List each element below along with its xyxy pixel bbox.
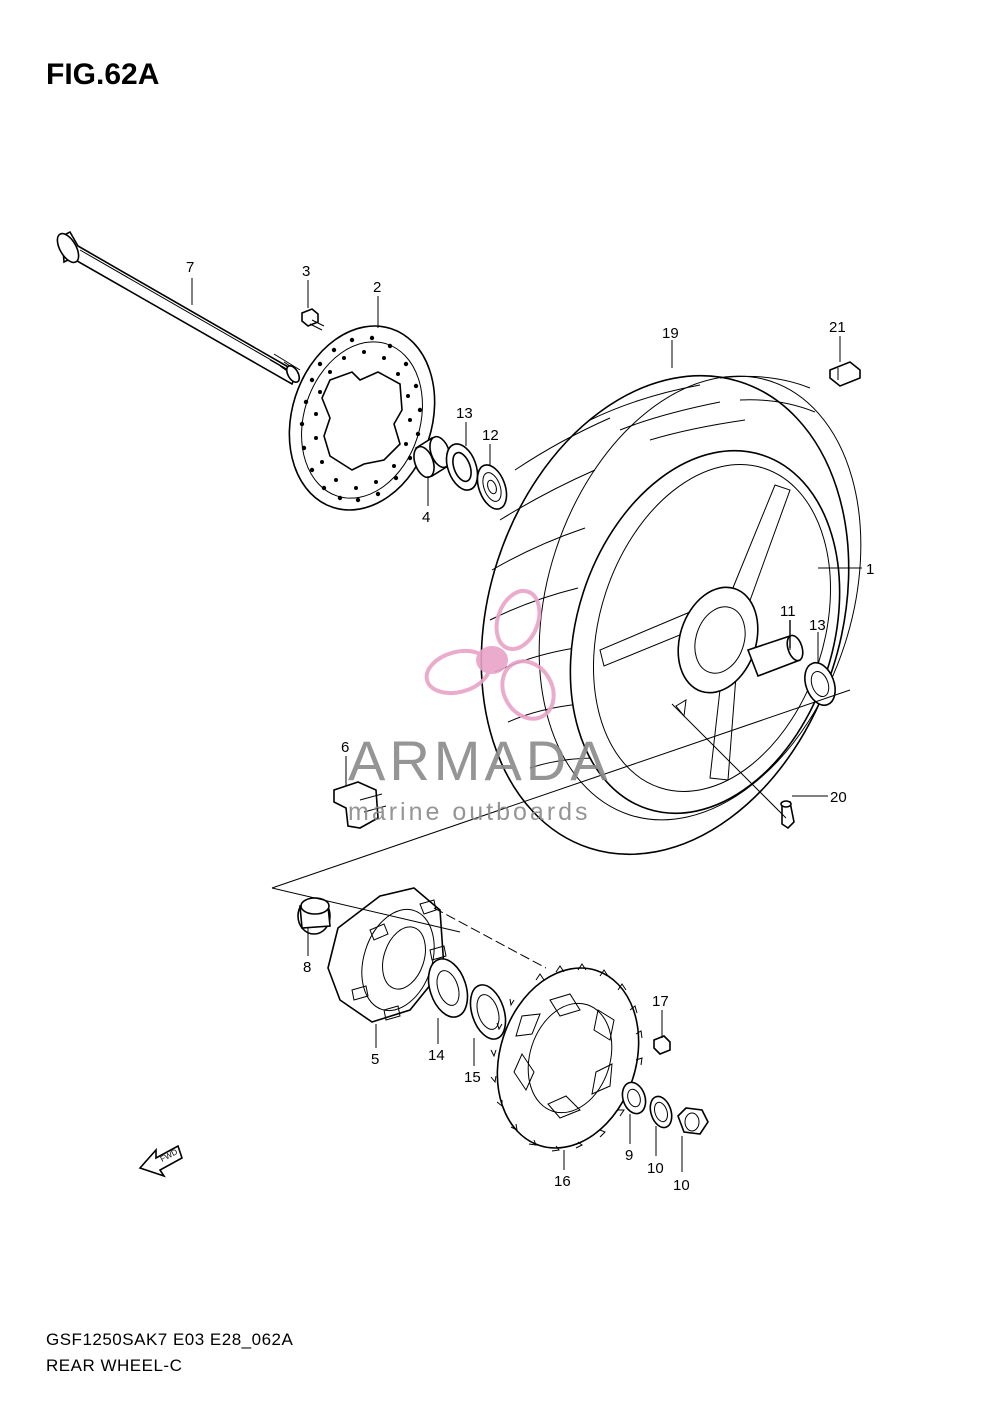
callout-5: 5 [371,1051,379,1068]
section-name: REAR WHEEL-C [46,1356,183,1375]
callout-14: 13 [456,405,473,422]
callout-11: 10 [647,1160,664,1177]
callout-20: 20 [830,789,847,806]
brake-disc-part-2 [288,325,436,511]
bearing-part-13-left [476,464,508,510]
propeller-logo-icon [424,588,556,721]
figure-title: FIG.62A [46,58,160,91]
callout-12: 11 [780,603,796,620]
wheel-part-1 [569,449,841,815]
watermark-brand: ARMADA [348,729,612,792]
callout-8: 8 [303,959,311,976]
axle-nut-part-10 [677,1107,709,1135]
valve-part-20 [780,800,795,830]
callout-19: 19 [662,325,679,342]
watermark-tagline: marine outboards [348,798,591,826]
callout-1: 1 [866,561,874,578]
hub-part-5 [327,887,447,1023]
seal-part-16 [469,984,507,1040]
callout-15: 14 [428,1047,445,1064]
leader-lines [191,278,862,1172]
axle-part-7 [56,230,301,386]
balancer-part-21 [829,361,861,387]
bearing-part-15 [427,958,469,1018]
bearing-part-13-right [804,661,836,707]
nut-part-18 [653,1035,671,1055]
callout-18: 17 [652,993,669,1010]
callout-3: 3 [302,263,310,280]
callout-7: 7 [186,259,194,276]
callout-labels: 7 3 2 13 12 4 19 21 1 11 13 6 20 8 5 14 … [186,259,874,1194]
bolt-part-3 [301,308,325,331]
callout-13-left: 12 [482,427,499,444]
callout-21: 21 [829,319,846,336]
callout-4: 4 [422,509,430,526]
callout-13-right: 13 [809,617,826,634]
washer-part-11 [649,1095,673,1129]
callout-17: 16 [554,1173,571,1190]
callout-9: 9 [625,1147,633,1164]
callout-6: 6 [341,739,349,756]
assembly-frame-lines [271,689,851,969]
bracket-part-6 [333,781,387,829]
oil-seal-part-14 [445,443,479,491]
sprocket-part-17 [490,963,643,1152]
spacer-part-4 [413,435,451,479]
watermark: ARMADA marine outboards [348,588,612,826]
fwd-arrow-icon: FWD [138,1144,183,1178]
damper-part-8 [297,897,331,935]
callout-2: 2 [373,279,381,296]
callout-16: 15 [464,1069,481,1086]
callout-10: 10 [673,1177,690,1194]
washer-part-9 [621,1081,647,1115]
model-code: GSF1250SAK7 E03 E28_062A [46,1330,294,1349]
